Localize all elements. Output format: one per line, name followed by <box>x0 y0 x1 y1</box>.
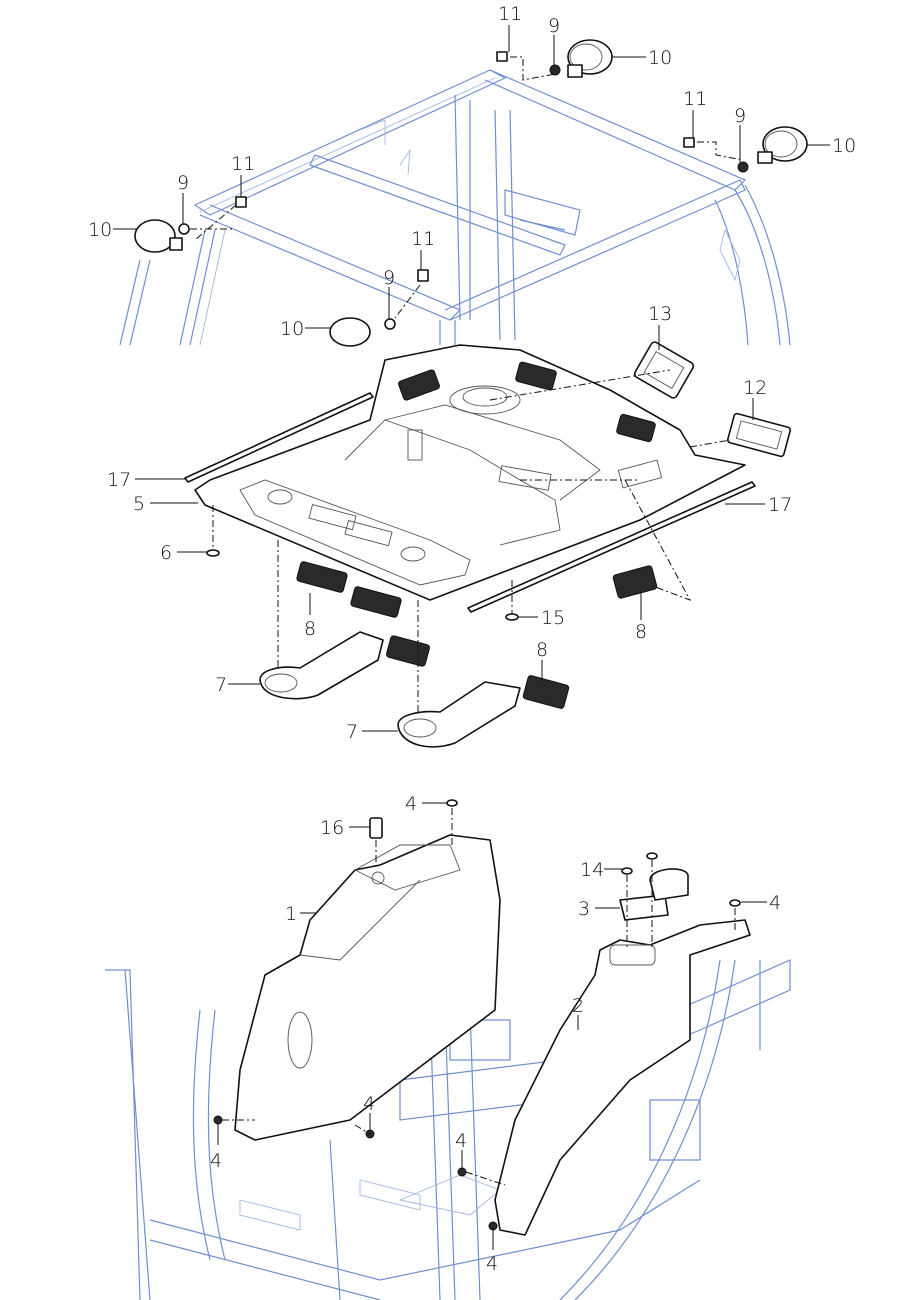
air-vent <box>522 675 570 709</box>
callout-17: 17 <box>107 469 131 491</box>
upper-cab-frame <box>119 69 791 346</box>
washer <box>384 318 396 330</box>
bolt <box>496 51 508 62</box>
screw <box>213 1115 223 1125</box>
callout-9: 9 <box>548 15 560 37</box>
screw <box>488 1221 498 1231</box>
headliner-panel <box>194 344 746 601</box>
air-duct <box>259 631 384 700</box>
seal-strip <box>467 481 756 613</box>
lamp-bracket <box>567 64 583 78</box>
callout-labels: 11 9 10 11 9 10 11 9 10 11 9 10 13 12 17… <box>88 3 856 1275</box>
bolt <box>235 196 247 208</box>
left-console-trim <box>234 834 501 1141</box>
callout-12: 12 <box>743 377 767 399</box>
work-lamps <box>134 39 808 347</box>
callout-16: 16 <box>320 817 344 839</box>
screw <box>646 852 658 860</box>
air-vent <box>386 635 430 667</box>
work-lamp <box>762 126 808 162</box>
bolt <box>417 269 429 282</box>
cup-holder <box>649 868 689 901</box>
callout-10: 10 <box>832 135 856 157</box>
work-lamp <box>329 317 371 347</box>
right-pillar-trim <box>494 919 751 1236</box>
air-vent <box>515 361 557 391</box>
air-vent <box>296 561 348 593</box>
callout-10: 10 <box>88 219 112 241</box>
callout-11: 11 <box>231 153 255 175</box>
callout-17: 17 <box>768 494 792 516</box>
callout-5: 5 <box>133 493 145 515</box>
interior-light <box>633 341 695 399</box>
callout-4: 4 <box>363 1093 375 1115</box>
air-vent <box>616 413 656 443</box>
callout-8: 8 <box>536 639 548 661</box>
leader-lines <box>113 25 830 1250</box>
callout-10: 10 <box>648 47 672 69</box>
screw <box>457 1167 467 1177</box>
callout-15: 15 <box>541 607 565 629</box>
callout-11: 11 <box>411 228 435 250</box>
washer <box>178 223 190 235</box>
socket <box>369 817 383 839</box>
screw <box>621 867 633 875</box>
lamp-bracket <box>169 237 183 251</box>
callout-4: 4 <box>210 1150 222 1172</box>
callout-4: 4 <box>455 1130 467 1152</box>
seal-strip <box>184 392 374 483</box>
bolt <box>683 137 695 148</box>
callout-4: 4 <box>769 892 781 914</box>
callout-9: 9 <box>734 105 746 127</box>
work-lamp <box>134 219 176 253</box>
callout-9: 9 <box>383 267 395 289</box>
callout-7: 7 <box>215 674 227 696</box>
air-duct <box>397 681 521 748</box>
screw <box>729 899 741 907</box>
callout-11: 11 <box>683 88 707 110</box>
callout-8: 8 <box>635 621 647 643</box>
callout-13: 13 <box>648 303 672 325</box>
screw <box>446 799 458 807</box>
air-vent <box>612 565 658 599</box>
callout-4: 4 <box>486 1253 498 1275</box>
callout-6: 6 <box>160 542 172 564</box>
fastener <box>206 549 220 557</box>
callout-8: 8 <box>304 618 316 640</box>
callout-9: 9 <box>177 172 189 194</box>
fastener <box>505 613 519 621</box>
callout-4: 4 <box>405 793 417 815</box>
callout-2: 2 <box>572 995 584 1017</box>
washer <box>549 64 561 76</box>
washer <box>737 161 749 173</box>
callout-10: 10 <box>280 318 304 340</box>
seal-strips <box>184 392 756 613</box>
callout-1: 1 <box>285 903 297 925</box>
callout-7: 7 <box>346 721 358 743</box>
air-vent <box>398 369 440 401</box>
lamp-bracket <box>757 151 773 164</box>
callout-11: 11 <box>498 3 522 25</box>
air-vent <box>350 586 402 618</box>
storage-tray <box>619 894 669 921</box>
callout-14: 14 <box>580 859 604 881</box>
callout-3: 3 <box>578 898 590 920</box>
lens-frame <box>726 412 792 458</box>
